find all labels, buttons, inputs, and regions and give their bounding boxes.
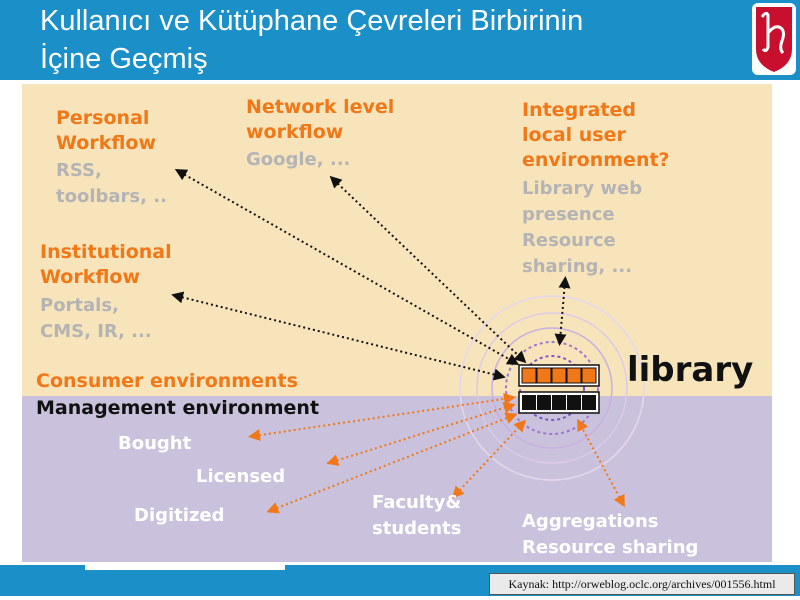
network-workflow-title: Network level workflow <box>246 96 395 143</box>
arrow-institutional <box>171 291 506 381</box>
arrow-faculty <box>451 419 527 499</box>
title-bar: Kullanıcı ve Kütüphane Çevreleri Birbiri… <box>0 0 800 80</box>
environment-diagram: Personal Workflow RSS, toolbars, .. Netw… <box>22 84 772 562</box>
faculty-students-label: Faculty& students <box>372 492 462 539</box>
bought-label: Bought <box>118 433 192 454</box>
institutional-workflow-detail: Portals, CMS, IR, ... <box>40 295 152 342</box>
personal-workflow-title: Personal Workflow <box>56 107 157 154</box>
management-environment-label: Management environment <box>36 397 320 419</box>
personal-workflow-detail: RSS, toolbars, .. <box>56 160 167 207</box>
integrated-environment-detail: Library web presence Resource sharing, .… <box>522 178 643 277</box>
consumer-environments-label: Consumer environments <box>36 370 298 392</box>
institutional-workflow-title: Institutional Workflow <box>40 241 172 288</box>
arrow-aggregations <box>577 418 625 508</box>
digitized-label: Digitized <box>134 505 225 526</box>
library-icon <box>518 364 600 414</box>
aggregations-label: Aggregations Resource sharing <box>522 511 699 558</box>
slide-title-line2: İçine Geçmiş <box>40 43 208 75</box>
integrated-environment-title: Integrated local user environment? <box>522 99 670 171</box>
crest-icon <box>756 7 792 72</box>
footer-accent <box>85 565 285 570</box>
consumer-arrows <box>171 169 571 381</box>
arrow-personal <box>174 169 520 365</box>
diagram-graphics <box>171 169 645 514</box>
management-arrows <box>248 392 625 514</box>
source-citation: Kaynak: http://orweblog.oclc.org/archive… <box>489 573 795 595</box>
network-workflow-detail: Google, ... <box>246 149 351 170</box>
arrow-network <box>329 175 527 364</box>
slide-title: Kullanıcı ve Kütüphane Çevreleri Birbiri… <box>40 2 740 78</box>
licensed-label: Licensed <box>196 466 286 487</box>
arrow-integrated <box>554 276 571 346</box>
library-label: library <box>627 350 754 390</box>
library-rings <box>459 295 645 481</box>
slide-title-line1: Kullanıcı ve Kütüphane Çevreleri Birbiri… <box>40 5 584 37</box>
university-logo <box>752 3 796 75</box>
arrow-licensed <box>326 402 516 466</box>
